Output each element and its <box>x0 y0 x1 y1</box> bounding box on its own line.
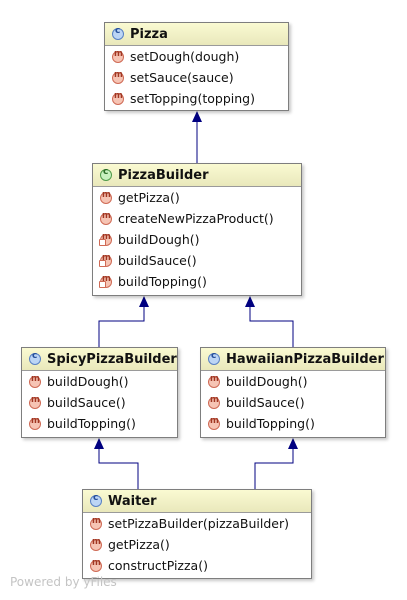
method-label: buildSauce() <box>118 253 197 268</box>
method-icon <box>29 395 41 409</box>
method-row: constructPizza() <box>83 555 311 576</box>
abstract-method-icon <box>99 253 112 267</box>
method-label: setTopping(topping) <box>130 91 255 106</box>
method-row: getPizza() <box>93 187 301 208</box>
method-label: buildDough() <box>226 374 308 389</box>
class-icon <box>90 493 102 507</box>
edge-waiter-to-spicy <box>94 438 139 489</box>
class-name: SpicyPizzaBuilder <box>47 351 177 367</box>
class-header: Pizza <box>105 23 288 46</box>
watermark: Powered by yFiles <box>10 575 117 589</box>
method-row: setTopping(topping) <box>105 88 288 109</box>
method-icon <box>90 537 102 551</box>
method-label: getPizza() <box>108 537 170 552</box>
class-header: SpicyPizzaBuilder <box>22 348 177 371</box>
method-row: buildSauce() <box>93 250 301 271</box>
method-row: buildSauce() <box>201 392 385 413</box>
method-row: buildTopping() <box>93 271 301 292</box>
method-label: createNewPizzaProduct() <box>118 211 274 226</box>
edge-hawaiian-to-pizzabuilder <box>245 296 294 347</box>
class-header: PizzaBuilder <box>93 164 301 187</box>
method-row: buildTopping() <box>22 413 177 434</box>
method-label: buildTopping() <box>118 274 207 289</box>
method-label: buildDough() <box>47 374 129 389</box>
class-pizza[interactable]: Pizza setDough(dough) setSauce(sauce) se… <box>104 22 289 111</box>
method-row: setPizzaBuilder(pizzaBuilder) <box>83 513 311 534</box>
method-icon <box>29 416 41 430</box>
method-icon <box>112 91 124 105</box>
method-row: buildDough() <box>22 371 177 392</box>
method-icon <box>29 374 41 388</box>
method-label: buildDough() <box>118 232 200 247</box>
method-icon <box>112 70 124 84</box>
method-row: setSauce(sauce) <box>105 67 288 88</box>
method-label: getPizza() <box>118 190 180 205</box>
method-icon <box>208 395 220 409</box>
method-label: buildSauce() <box>226 395 305 410</box>
method-icon <box>208 416 220 430</box>
method-label: buildTopping() <box>47 416 136 431</box>
method-icon <box>90 516 102 530</box>
method-icon <box>100 190 112 204</box>
method-row: buildDough() <box>201 371 385 392</box>
class-name: Waiter <box>108 493 157 509</box>
method-row: setDough(dough) <box>105 46 288 67</box>
method-icon <box>208 374 220 388</box>
abstract-method-icon <box>99 274 112 288</box>
method-label: setSauce(sauce) <box>130 70 234 85</box>
class-pizza-builder[interactable]: PizzaBuilder getPizza() createNewPizzaPr… <box>92 163 302 296</box>
method-row: getPizza() <box>83 534 311 555</box>
method-icon <box>112 49 124 63</box>
edge-waiter-to-hawaiian <box>254 438 298 489</box>
class-name: PizzaBuilder <box>118 167 209 183</box>
class-spicy-pizza-builder[interactable]: SpicyPizzaBuilder buildDough() buildSauc… <box>21 347 178 438</box>
class-name: HawaiianPizzaBuilder <box>226 351 384 367</box>
class-icon <box>29 351 41 365</box>
class-icon <box>208 351 220 365</box>
class-name: Pizza <box>130 26 168 42</box>
method-label: buildTopping() <box>226 416 315 431</box>
method-label: setPizzaBuilder(pizzaBuilder) <box>108 516 289 531</box>
edge-pizzabuilder-to-pizza <box>192 111 202 163</box>
abstract-method-icon <box>99 232 112 246</box>
class-header: Waiter <box>83 490 311 513</box>
method-row: createNewPizzaProduct() <box>93 208 301 229</box>
class-header: HawaiianPizzaBuilder <box>201 348 385 371</box>
edge-spicy-to-pizzabuilder <box>98 296 149 347</box>
method-icon <box>100 211 112 225</box>
method-row: buildSauce() <box>22 392 177 413</box>
method-row: buildDough() <box>93 229 301 250</box>
method-icon <box>90 558 102 572</box>
method-label: setDough(dough) <box>130 49 240 64</box>
class-icon <box>112 26 124 40</box>
class-hawaiian-pizza-builder[interactable]: HawaiianPizzaBuilder buildDough() buildS… <box>200 347 386 438</box>
method-label: constructPizza() <box>108 558 208 573</box>
abstract-class-icon <box>100 167 112 181</box>
class-waiter[interactable]: Waiter setPizzaBuilder(pizzaBuilder) get… <box>82 489 312 579</box>
method-row: buildTopping() <box>201 413 385 434</box>
method-label: buildSauce() <box>47 395 126 410</box>
